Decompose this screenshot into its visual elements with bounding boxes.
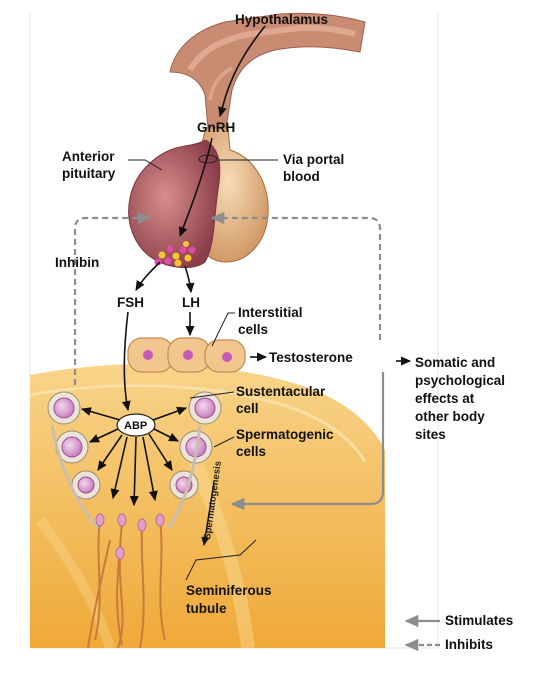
label-somatic-2: psychological bbox=[415, 373, 505, 388]
label-sustentacular-2: cell bbox=[236, 401, 259, 416]
label-via-portal-1: Via portal bbox=[283, 152, 344, 167]
label-fsh: FSH bbox=[117, 295, 144, 310]
label-spermatogenic-2: cells bbox=[236, 444, 266, 459]
cell-left-1 bbox=[47, 391, 81, 425]
label-spermatogenic-1: Spermatogenic bbox=[236, 427, 334, 442]
label-lh: LH bbox=[182, 295, 200, 310]
label-seminiferous-1: Seminiferous bbox=[186, 583, 272, 598]
label-anterior-pituitary-1: Anterior bbox=[62, 149, 115, 164]
sperm-cells bbox=[87, 513, 166, 649]
label-hypothalamus: Hypothalamus bbox=[235, 12, 328, 27]
legend: Stimulates Inhibits bbox=[404, 613, 513, 652]
inhibitory-dashed-arrows bbox=[73, 211, 382, 385]
abp-arrows bbox=[80, 406, 188, 507]
pituitary-gland bbox=[128, 127, 269, 268]
spermatogenesis-arrow bbox=[201, 481, 215, 546]
label-inhibin: Inhibin bbox=[55, 255, 99, 270]
leader-lines bbox=[128, 159, 278, 581]
label-gnrh: GnRH bbox=[197, 120, 235, 135]
cell-left-3 bbox=[71, 470, 101, 500]
testosterone-feedback-arrow bbox=[230, 372, 385, 511]
label-testosterone: Testosterone bbox=[269, 350, 353, 365]
legend-stimulates-label: Stimulates bbox=[445, 613, 513, 628]
label-via-portal-2: blood bbox=[283, 169, 320, 184]
stimulatory-arrows bbox=[121, 25, 412, 412]
cell-left-2 bbox=[55, 430, 89, 464]
spermatogenic-cells bbox=[47, 391, 222, 532]
interstitial-cells bbox=[127, 337, 246, 373]
abp-bubble bbox=[116, 413, 156, 437]
label-somatic-3: effects at bbox=[415, 391, 475, 406]
label-sustentacular-1: Sustentacular bbox=[236, 384, 326, 399]
label-somatic-4: other body bbox=[415, 409, 485, 424]
label-somatic-1: Somatic and bbox=[415, 355, 495, 370]
cell-right-1 bbox=[188, 391, 222, 425]
legend-inhibits-label: Inhibits bbox=[445, 637, 493, 652]
label-abp: ABP bbox=[124, 420, 147, 432]
hypothalamus-tissue bbox=[169, 12, 366, 129]
hormone-granules bbox=[154, 241, 196, 267]
label-anterior-pituitary-2: pituitary bbox=[62, 166, 116, 181]
label-somatic-5: sites bbox=[415, 427, 446, 442]
label-interstitial-2: cells bbox=[238, 322, 268, 337]
label-seminiferous-2: tubule bbox=[186, 601, 227, 616]
label-interstitial-1: Interstitial bbox=[238, 305, 303, 320]
